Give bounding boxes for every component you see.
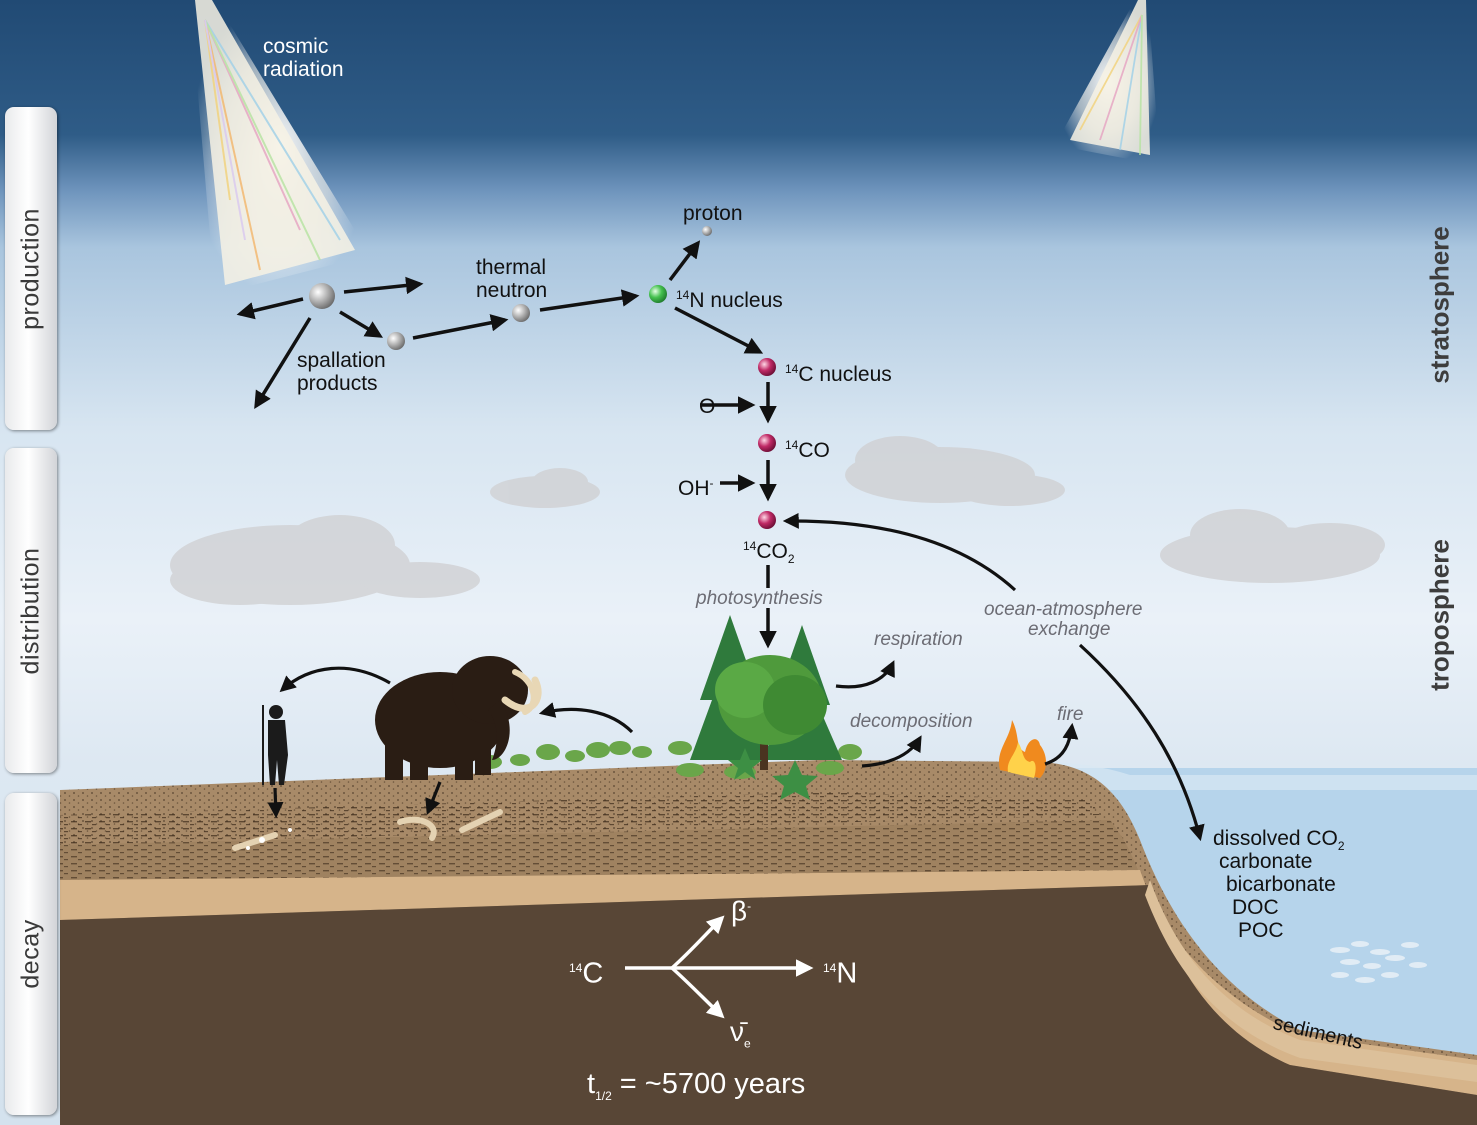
tab-distribution-label: distribution — [16, 547, 45, 674]
label-oxygen: O — [699, 395, 716, 418]
label-fire: fire — [1057, 704, 1084, 725]
ocean-sediments — [1145, 880, 1477, 1082]
label-spallation: spallation — [297, 349, 386, 372]
decay-neutrino: ν̄e — [730, 1016, 751, 1051]
thermal-neutron-particle — [512, 304, 530, 322]
tab-distribution[interactable]: distribution — [5, 448, 57, 773]
label-c14-co: 14CO — [785, 438, 830, 462]
label-ocean-atmosphere: ocean-atmosphere — [984, 599, 1143, 620]
label-products: products — [297, 372, 378, 395]
layer-stratosphere: stratosphere — [1424, 226, 1455, 384]
label-poc: POC — [1238, 919, 1284, 942]
cosmic-ray-shower-left — [190, 0, 370, 295]
bone-fragments — [246, 828, 292, 850]
decay-half-life: t1/2 = ~5700 years — [587, 1068, 806, 1103]
proton-particle — [702, 226, 712, 236]
tab-decay-label: decay — [16, 919, 45, 989]
label-bicarbonate: bicarbonate — [1226, 873, 1336, 896]
label-decomposition: decomposition — [850, 711, 973, 732]
decay-beta: β- — [731, 895, 752, 927]
c14-co-particle — [758, 434, 776, 452]
label-dissolved-co2: dissolved CO2 — [1213, 827, 1345, 854]
label-c14-co2: 14CO2 — [743, 539, 795, 567]
clouds — [170, 436, 1385, 605]
label-neutron: neutron — [476, 279, 548, 302]
forest-trees — [690, 615, 842, 800]
decay-parent: 14C — [569, 957, 604, 990]
tab-decay[interactable]: decay — [5, 793, 57, 1115]
label-thermal: thermal — [476, 256, 547, 279]
label-photosynthesis: photosynthesis — [696, 588, 823, 609]
label-n14-nucleus: 14N nucleus — [676, 288, 783, 312]
label-c14-nucleus: 14C nucleus — [785, 362, 892, 386]
primary-particle — [309, 283, 335, 309]
human-hunter — [262, 705, 288, 785]
cosmic-ray-shower-right — [1055, 0, 1160, 165]
label-proton: proton — [683, 202, 743, 225]
decay-arrows — [625, 915, 814, 1019]
label-radiation: radiation — [263, 58, 344, 81]
decay-daughter: 14N — [823, 957, 858, 990]
spallation-particle — [387, 332, 405, 350]
label-exchange: exchange — [1028, 619, 1111, 640]
label-doc: DOC — [1232, 896, 1279, 919]
label-respiration: respiration — [874, 629, 963, 650]
tab-production[interactable]: production — [5, 107, 57, 430]
tab-production-label: production — [16, 207, 45, 330]
c14-nucleus-particle — [758, 358, 776, 376]
deep-earth — [60, 885, 1477, 1125]
production-arrows — [236, 240, 777, 649]
n14-nucleus-particle — [649, 285, 667, 303]
label-cosmic: cosmic — [263, 35, 329, 58]
c14-co2-particle — [758, 511, 776, 529]
label-carbonate: carbonate — [1219, 850, 1313, 873]
fish-school — [1330, 941, 1427, 983]
cycle-arrows — [267, 512, 1205, 842]
layer-troposphere: troposphere — [1424, 539, 1455, 691]
label-hydroxide: OH- — [678, 476, 714, 500]
fire — [998, 720, 1046, 778]
bones — [232, 809, 503, 851]
